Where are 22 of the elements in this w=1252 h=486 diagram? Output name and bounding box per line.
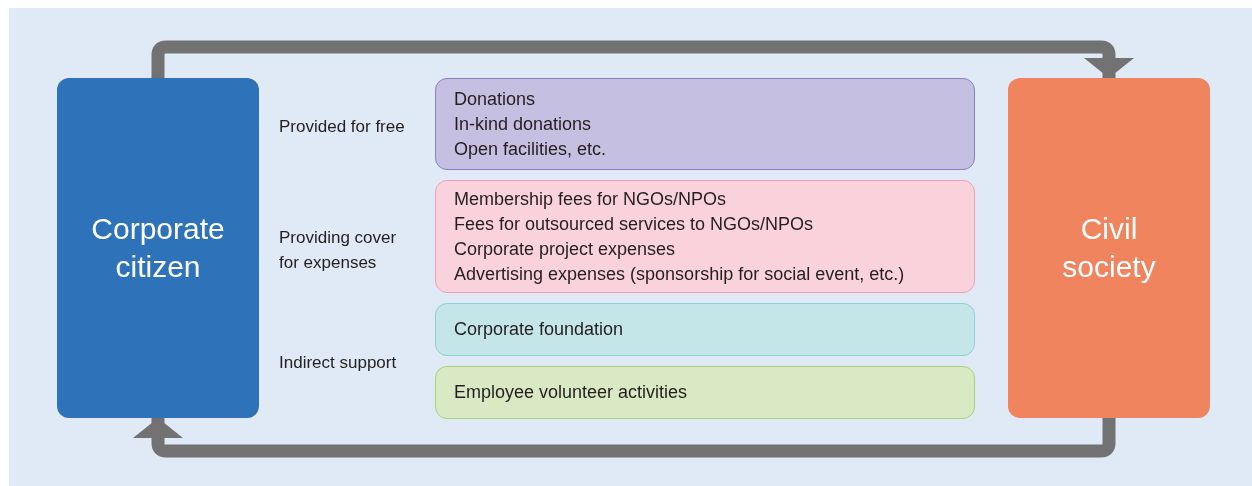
item-text: In-kind donations (454, 112, 593, 136)
item-text: Corporate foundation (454, 318, 625, 341)
row-label: Providing cover for expenses (279, 227, 398, 274)
item-text: Membership fees for NGOs/NPOs (454, 187, 728, 211)
item-text: Donations (454, 87, 537, 111)
item-text: Fees for outsourced services to NGOs/NPOs (454, 212, 815, 236)
actor-label: Civil society (1061, 211, 1157, 285)
actor-label: Corporate citizen (90, 211, 226, 285)
category-box (435, 303, 975, 356)
item-text: Employee volunteer activities (454, 381, 689, 404)
actor-box (57, 78, 259, 418)
category-box (435, 366, 975, 419)
item-text: Open facilities, etc. (454, 137, 608, 161)
row-label: Indirect support (279, 352, 398, 374)
flow-arrow (133, 418, 1116, 458)
item-text: Corporate project expenses (454, 237, 677, 261)
actor-box (1008, 78, 1210, 418)
category-box (435, 180, 975, 293)
category-box (435, 78, 975, 170)
item-text: Advertising expenses (sponsorship for social event, etc.) (454, 262, 906, 286)
row-label: Provided for free (279, 116, 406, 138)
flow-arrow (151, 40, 1134, 78)
